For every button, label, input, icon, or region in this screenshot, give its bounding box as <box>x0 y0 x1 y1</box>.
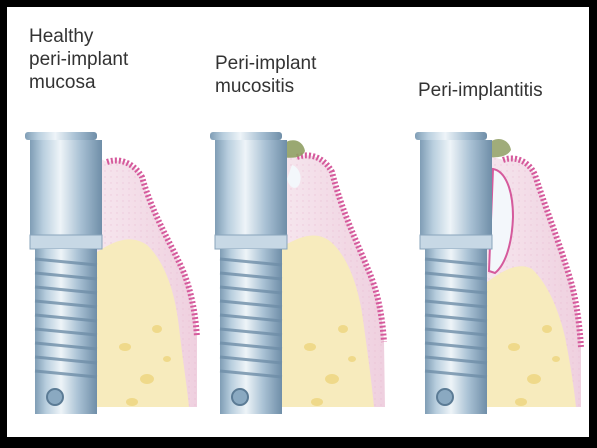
label-line: peri-implant <box>29 48 128 71</box>
label-line: mucositis <box>215 75 316 98</box>
label-peri-implantitis: Peri-implantitis <box>418 79 543 102</box>
label-line: Healthy <box>29 25 128 48</box>
implant <box>415 132 492 414</box>
label-mucositis: Peri-implant mucositis <box>215 52 316 98</box>
label-line: Peri-implant <box>215 52 316 75</box>
label-line: mucosa <box>29 71 128 94</box>
panel-peri-implantitis <box>415 132 581 414</box>
implant <box>210 132 287 414</box>
panel-mucositis <box>210 132 385 414</box>
panel-healthy <box>25 132 197 414</box>
implant <box>25 132 102 414</box>
label-healthy: Healthy peri-implant mucosa <box>29 25 128 94</box>
label-line: Peri-implantitis <box>418 79 543 102</box>
